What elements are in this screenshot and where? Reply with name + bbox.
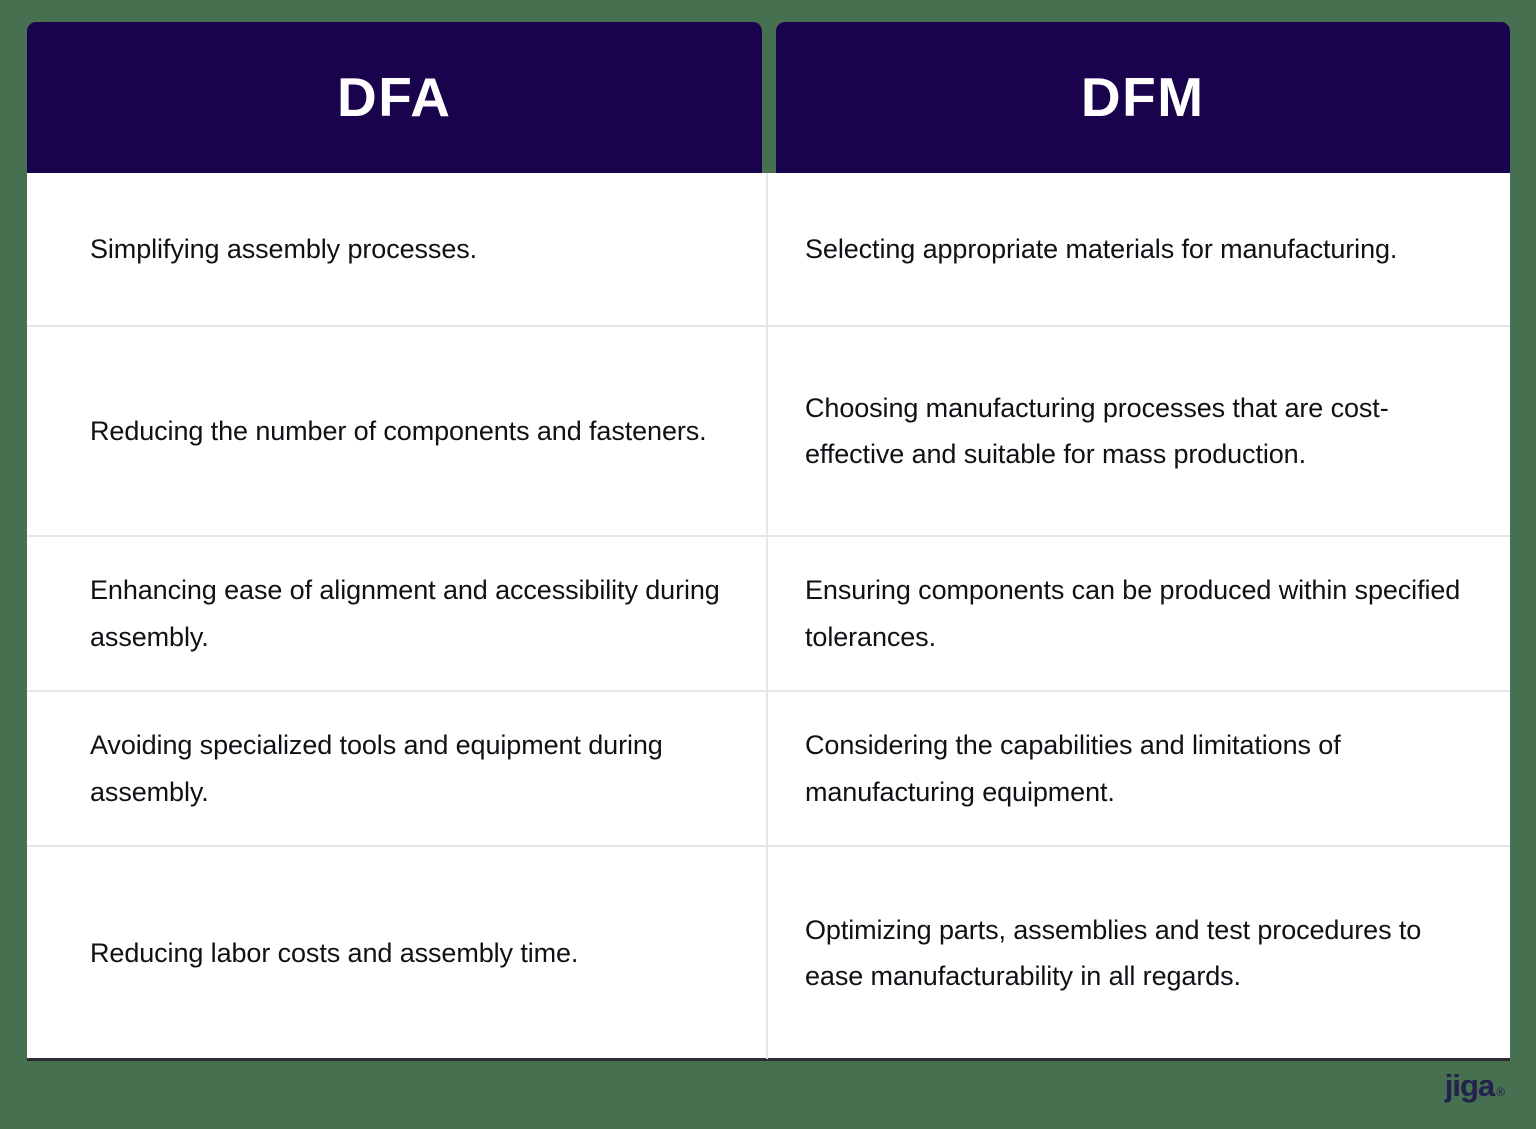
table-cell-text: Reducing labor costs and assembly time. bbox=[90, 937, 579, 968]
table-cell-text: Optimizing parts, assemblies and test pr… bbox=[805, 914, 1422, 991]
table-cell-dfa: Enhancing ease of alignment and accessib… bbox=[27, 537, 768, 690]
table-cell-text: Simplifying assembly processes. bbox=[90, 233, 478, 264]
column-header-dfm-label: DFM bbox=[1080, 66, 1205, 128]
table-row: Simplifying assembly processes. Selectin… bbox=[27, 173, 1510, 327]
table-cell-dfa: Simplifying assembly processes. bbox=[27, 173, 768, 325]
table-row: Reducing labor costs and assembly time. … bbox=[27, 847, 1510, 1059]
table-cell-text: Avoiding specialized tools and equipment… bbox=[90, 730, 663, 807]
table-row: Avoiding specialized tools and equipment… bbox=[27, 692, 1510, 847]
table-cell-dfa: Avoiding specialized tools and equipment… bbox=[27, 692, 768, 845]
table-cell-dfm: Optimizing parts, assemblies and test pr… bbox=[768, 847, 1510, 1059]
footer: jiga ® bbox=[27, 1064, 1510, 1124]
table-cell-dfa: Reducing the number of components and fa… bbox=[27, 327, 768, 535]
table-cell-text: Considering the capabilities and limitat… bbox=[805, 730, 1341, 807]
table-cell-text: Reducing the number of components and fa… bbox=[90, 415, 707, 446]
table-cell-text: Enhancing ease of alignment and accessib… bbox=[90, 575, 720, 652]
table-cell-dfm: Selecting appropriate materials for manu… bbox=[768, 173, 1510, 325]
table-header-row: DFA DFM bbox=[27, 22, 1510, 173]
table-row: Enhancing ease of alignment and accessib… bbox=[27, 537, 1510, 692]
column-header-dfa: DFA bbox=[27, 22, 762, 173]
table-cell-dfm: Considering the capabilities and limitat… bbox=[768, 692, 1510, 845]
table-cell-text: Ensuring components can be produced with… bbox=[805, 575, 1461, 652]
column-header-dfa-label: DFA bbox=[337, 66, 452, 128]
table-cell-text: Selecting appropriate materials for manu… bbox=[805, 233, 1398, 264]
table-body: Simplifying assembly processes. Selectin… bbox=[27, 173, 1510, 1061]
table-cell-text: Choosing manufacturing processes that ar… bbox=[805, 392, 1389, 469]
registered-trademark-icon: ® bbox=[1496, 1085, 1505, 1099]
table-row: Reducing the number of components and fa… bbox=[27, 327, 1510, 537]
table-cell-dfm: Choosing manufacturing processes that ar… bbox=[768, 327, 1510, 535]
table-cell-dfm: Ensuring components can be produced with… bbox=[768, 537, 1510, 690]
jiga-logo: jiga ® bbox=[1444, 1064, 1505, 1103]
jiga-logo-text: jiga bbox=[1444, 1068, 1495, 1103]
table-cell-dfa: Reducing labor costs and assembly time. bbox=[27, 847, 768, 1059]
column-header-dfm: DFM bbox=[775, 22, 1510, 173]
